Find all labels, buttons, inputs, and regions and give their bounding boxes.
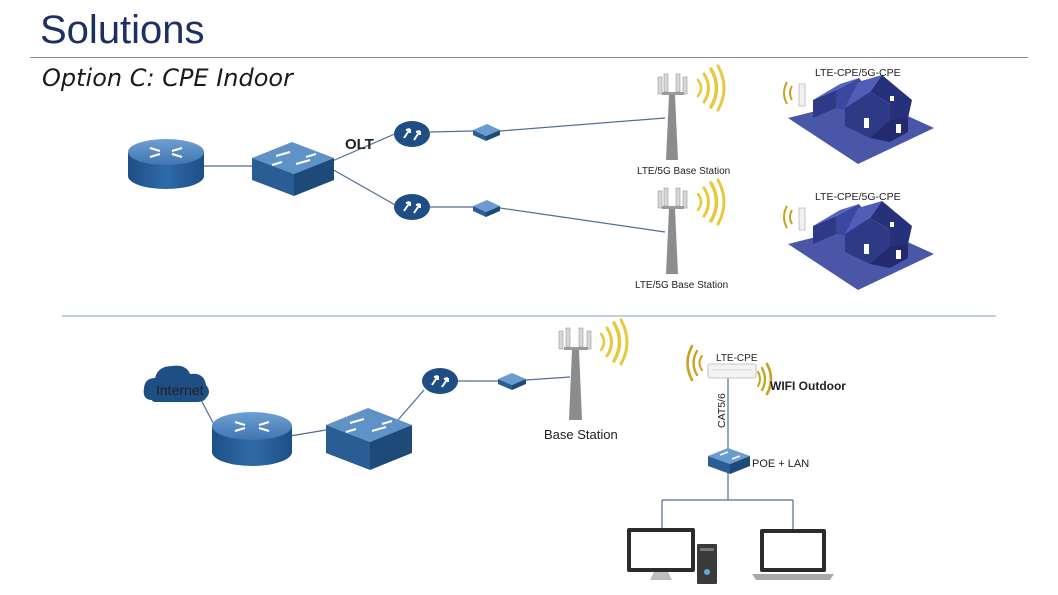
wifi-waves-cpe-left (686, 344, 703, 382)
internet-cloud-icon (143, 365, 209, 402)
base-station-tower-2 (657, 187, 688, 274)
laptop-icon (752, 529, 834, 580)
lte-cpe-device-icon (707, 363, 757, 379)
title-divider (30, 57, 1028, 58)
access-switch-2 (473, 200, 500, 217)
base-station-tower-bottom (558, 327, 592, 420)
core-router (128, 139, 204, 189)
cpe-device-icon-2 (783, 205, 806, 231)
slide-title: Solutions (40, 8, 205, 52)
base-station-tower-1 (657, 73, 688, 160)
splitter-node-bottom (422, 368, 458, 394)
cpe-label-1: LTE-CPE/5G-CPE (815, 67, 901, 79)
poe-switch-icon (708, 448, 750, 474)
splitter-node-1 (394, 121, 430, 147)
base-station-label: Base Station (544, 427, 618, 442)
house-icon-2 (788, 201, 934, 290)
splitter-node-2 (394, 194, 430, 220)
olt-switch (252, 142, 334, 196)
wifi-outdoor-label: WIFI Outdoor (770, 379, 846, 393)
internet-label: Internet (156, 382, 204, 398)
edge-router (212, 412, 292, 466)
cpe-label-2: LTE-CPE/5G-CPE (815, 191, 901, 203)
access-switch-1 (473, 124, 500, 141)
olt-switch-bottom (326, 408, 412, 470)
cpe-device-icon-1 (783, 81, 806, 107)
desktop-computer-icon (627, 528, 717, 584)
house-icon-1 (788, 75, 934, 164)
wifi-waves-tower-2 (696, 178, 726, 226)
poe-label: POE + LAN (752, 458, 809, 470)
wifi-waves-tower-bottom (599, 318, 629, 366)
wifi-waves-cpe-right (757, 362, 773, 396)
base-station-label-2: LTE/5G Base Station (635, 280, 728, 291)
bottom-links (199, 376, 794, 530)
wifi-waves-tower-1 (696, 64, 726, 112)
access-switch-bottom (498, 373, 526, 390)
cable-label: CAT5/6 (716, 393, 728, 428)
slide-subtitle: Option C: CPE Indoor (42, 64, 293, 92)
lte-cpe-label: LTE-CPE (716, 353, 758, 364)
base-station-label-1: LTE/5G Base Station (637, 166, 730, 177)
olt-label: OLT (345, 136, 374, 153)
top-links (200, 117, 666, 233)
